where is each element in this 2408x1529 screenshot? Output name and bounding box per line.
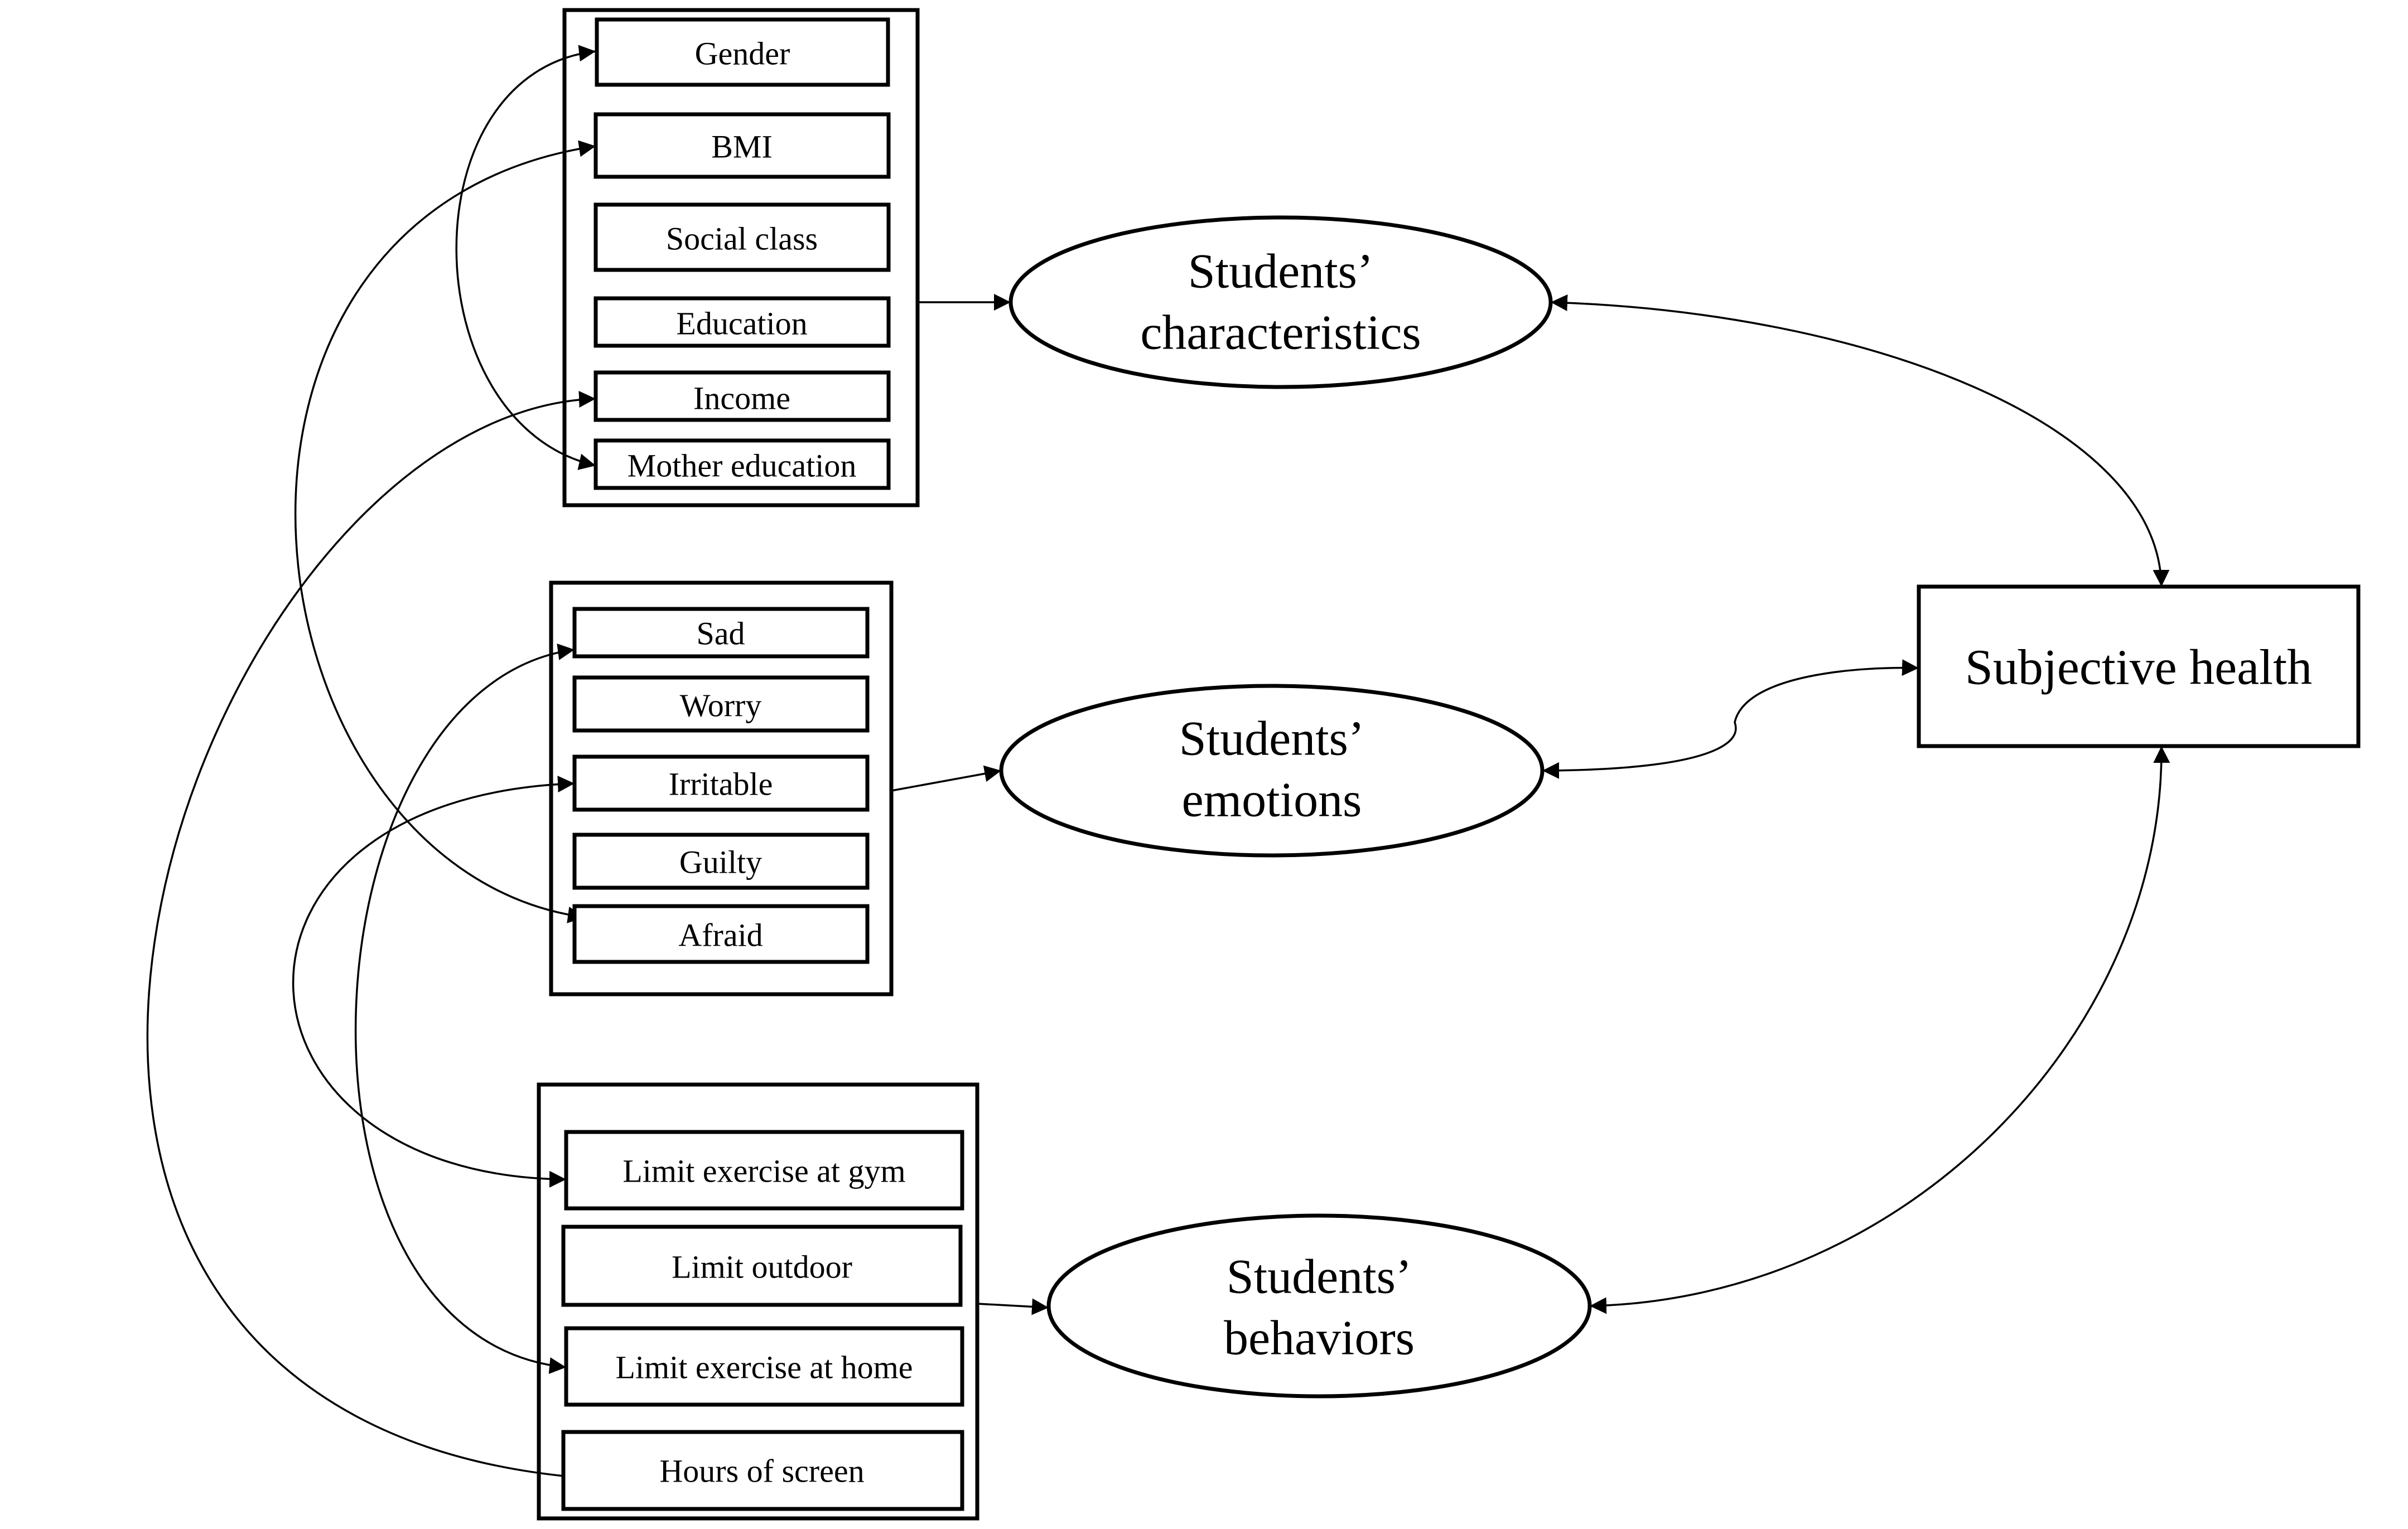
outcome-box — [1917, 584, 2361, 748]
covariance-paths — [146, 45, 2170, 1486]
characteristics-group: Gender BMI Social class Education Income… — [562, 8, 920, 507]
item-box-afraid — [572, 904, 870, 964]
latent-emotions: Students’ emotions — [999, 684, 1545, 858]
item-box-bmi — [593, 112, 891, 179]
latent-emotions-line1: Students’ — [1179, 712, 1364, 766]
item-label-limit-outdoor: Limit outdoor — [672, 1249, 852, 1285]
outcome-label: Subjective health — [1965, 640, 2312, 695]
edge-behaviors-health — [1589, 746, 2170, 1314]
item-label-irritable: Irritable — [669, 766, 773, 802]
item-label-bmi: BMI — [711, 129, 773, 165]
behaviors-group-frame — [537, 1082, 979, 1521]
characteristics-group-frame — [562, 8, 920, 507]
latent-characteristics-ellipse — [1008, 215, 1553, 389]
latent-behaviors-line2: behaviors — [1224, 1312, 1415, 1366]
item-label-sad: Sad — [697, 616, 745, 652]
item-label-gender: Gender — [695, 36, 790, 72]
latent-characteristics-line1: Students’ — [1188, 245, 1373, 299]
item-box-worry — [572, 675, 870, 733]
item-label-limit-exercise-home: Limit exercise at home — [615, 1349, 913, 1386]
item-box-guilty — [572, 833, 870, 890]
behaviors-group: Limit exercise at gym Limit outdoor Limi… — [537, 1082, 979, 1521]
item-box-sad — [572, 607, 870, 659]
item-label-social-class: Social class — [666, 221, 818, 257]
item-label-hours-of-screen: Hours of screen — [659, 1453, 864, 1489]
item-box-income — [593, 370, 891, 422]
item-label-limit-exercise-gym: Limit exercise at gym — [622, 1153, 905, 1189]
edge-income-hours-screen — [146, 391, 596, 1486]
latent-emotions-line2: emotions — [1182, 773, 1362, 828]
latent-behaviors-line1: Students’ — [1227, 1250, 1412, 1304]
item-box-limit-exercise-gym — [564, 1130, 964, 1211]
latent-characteristics: Students’ characteristics — [1008, 215, 1553, 389]
item-box-social-class — [593, 202, 891, 272]
latent-characteristics-line2: characteristics — [1140, 306, 1421, 360]
item-label-mother-education: Mother education — [628, 448, 857, 484]
edge-irritable-limit-gym — [292, 776, 575, 1188]
item-box-mother-education — [593, 438, 891, 490]
item-box-limit-exercise-home — [564, 1326, 964, 1407]
edge-behaviors-to-latent — [977, 1298, 1049, 1315]
item-label-income: Income — [693, 380, 790, 417]
emotions-group: Sad Worry Irritable Guilty Afraid — [549, 580, 894, 996]
item-box-education — [593, 296, 891, 348]
outcome-subjective-health: Subjective health — [1917, 584, 2361, 748]
latent-behaviors-ellipse — [1046, 1213, 1592, 1399]
latent-emotions-ellipse — [999, 684, 1545, 858]
edge-emotions-to-latent — [891, 765, 1002, 792]
edge-characteristics-health — [1550, 294, 2170, 587]
item-label-afraid: Afraid — [678, 917, 763, 954]
edge-gender-mother-education — [455, 45, 596, 470]
item-box-gender — [595, 17, 890, 87]
latent-behaviors: Students’ behaviors — [1046, 1213, 1592, 1399]
edge-bmi-afraid — [294, 140, 596, 923]
item-box-limit-outdoor — [561, 1225, 963, 1307]
item-label-guilty: Guilty — [679, 844, 762, 880]
edge-sad-limit-home — [354, 643, 575, 1374]
item-label-worry: Worry — [680, 688, 762, 724]
item-box-irritable — [572, 754, 870, 812]
item-box-hours-of-screen — [561, 1430, 964, 1511]
edge-emotions-health — [1542, 659, 1919, 779]
item-label-education: Education — [676, 306, 807, 342]
emotions-group-frame — [549, 580, 894, 996]
